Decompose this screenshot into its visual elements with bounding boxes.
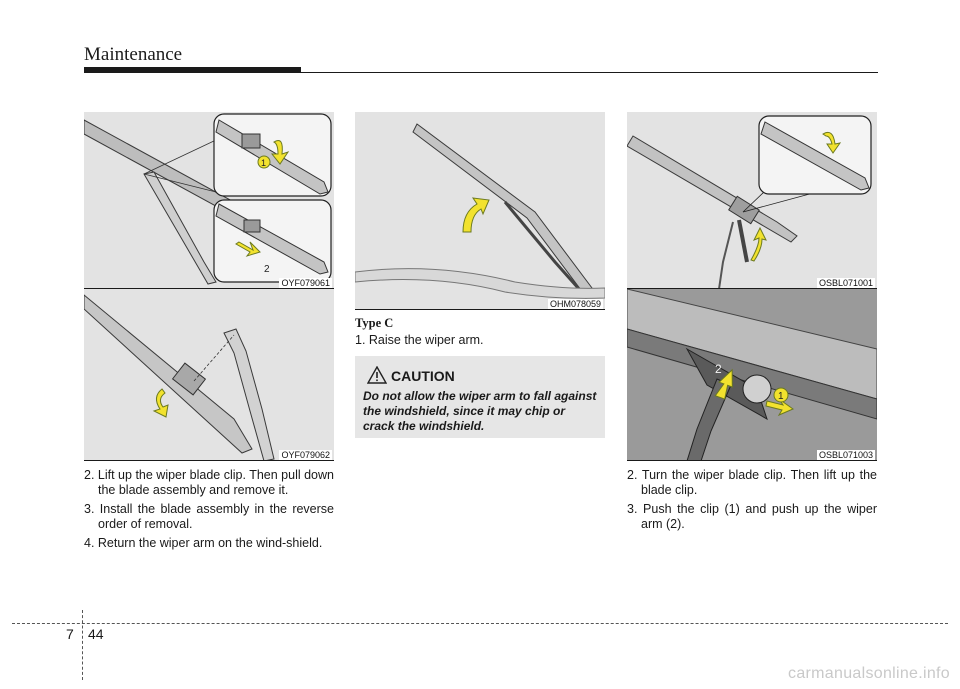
left-step-3: 3. Install the blade assembly in the rev… [84, 502, 334, 531]
warning-triangle-icon [366, 365, 388, 389]
chapter-number: 7 [66, 626, 74, 642]
header-rule-thin [84, 72, 878, 73]
figure-3-code: OHM078059 [547, 299, 603, 309]
figure-clip-rotate: OSBL071001 [627, 112, 877, 289]
section-title: Maintenance [84, 44, 183, 65]
figure-5-code: OSBL071003 [816, 450, 875, 460]
figure-1-callout-1: 1 [261, 158, 266, 168]
left-step-2: 2. Lift up the wiper blade clip. Then pu… [84, 468, 334, 497]
wiper-illustration-4 [627, 115, 872, 289]
type-c-heading: Type C [355, 316, 394, 330]
figure-4-code: OSBL071001 [816, 278, 875, 288]
footer-divider [82, 610, 83, 680]
footer-rule [12, 623, 948, 624]
wiper-illustration-1: 1 2 [84, 113, 332, 285]
right-step-2: 2. Turn the wiper blade clip. Then lift … [627, 468, 877, 497]
caution-text: Do not allow the wiper arm to fall again… [363, 389, 597, 433]
caution-box: CAUTION Do not allow the wiper arm to fa… [355, 356, 605, 438]
left-step-4: 4. Return the wiper arm on the wind-shie… [84, 536, 323, 550]
middle-step-1: 1. Raise the wiper arm. [355, 333, 484, 347]
watermark: carmanualsonline.info [788, 665, 950, 682]
figure-2-code: OYF079062 [279, 450, 332, 460]
caution-title: CAUTION [391, 368, 455, 384]
figure-5-callout-2: 2 [715, 362, 722, 376]
right-steps-list: 2. Turn the wiper blade clip. Then lift … [627, 468, 877, 536]
figure-1-code: OYF079061 [279, 278, 332, 288]
figure-raise-wiper-arm: OHM078059 [355, 112, 605, 310]
figure-3-bottom-line [355, 309, 605, 310]
figure-blade-removal: OYF079062 [84, 289, 334, 461]
figure-4-bottom-line [627, 288, 877, 289]
figure-blade-clip-lift: 1 2 OYF079061 [84, 112, 334, 289]
figure-1-bottom-line [84, 288, 334, 289]
figure-2-bottom-line [84, 460, 334, 461]
figure-1-callout-2: 2 [264, 264, 270, 275]
page-number: 44 [88, 626, 104, 642]
wiper-illustration-3 [355, 123, 605, 299]
wiper-illustration-2 [84, 294, 275, 461]
figure-5-callout-1: 1 [778, 391, 784, 402]
right-step-3: 3. Push the clip (1) and push up the wip… [627, 502, 877, 531]
header-rule-thick [84, 67, 301, 73]
left-steps-list: 2. Lift up the wiper blade clip. Then pu… [84, 468, 334, 555]
figure-5-bottom-line [627, 460, 877, 461]
figure-push-clip: 1 2 OSBL071003 [627, 289, 877, 461]
wiper-illustration-5: 1 2 [627, 289, 877, 461]
